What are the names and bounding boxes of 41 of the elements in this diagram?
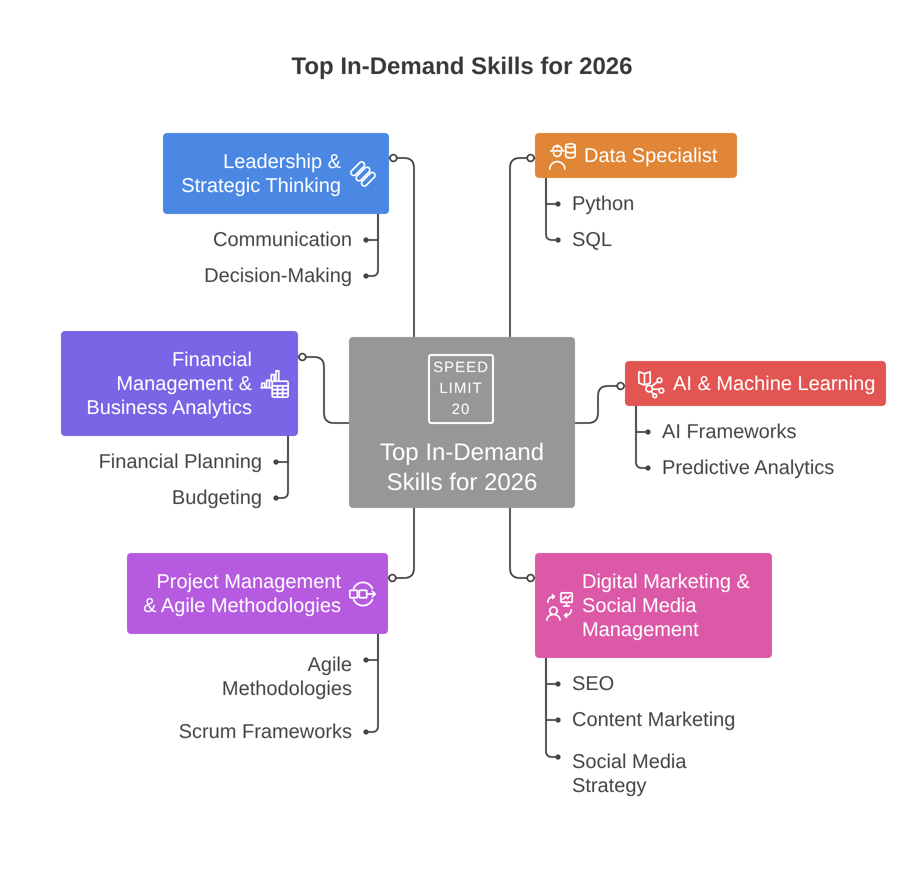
skill-label: Social Media Strategy [572,750,690,798]
connector [388,508,415,582]
speed-limit-sign: SPEED LIMIT 20 [428,354,494,424]
skill-label: Decision-Making [204,264,352,288]
skill-label: Financial Planning [98,450,262,474]
skill-label: Content Marketing [572,708,736,732]
category-box [61,331,298,436]
category-label: Leadership & Strategic Thinking [180,150,341,198]
skill-label: Scrum Frameworks [178,720,352,744]
connector [575,382,625,424]
category-label: Financial Management & Business Analytics [85,348,252,420]
skill-label: Budgeting [172,486,262,510]
category-box [535,133,737,178]
category-box [163,133,389,214]
hub-box [349,337,575,508]
skill-label: Communication [213,228,352,252]
skill-label: Predictive Analytics [662,456,834,480]
connector [509,154,535,337]
connector [298,352,349,424]
category-box [625,361,886,406]
connector [509,508,535,582]
bullet-connector [545,658,561,760]
bullet-connector [273,436,289,501]
category-box [535,553,772,658]
category-label: AI & Machine Learning [673,372,876,396]
connector [389,154,415,337]
bullet-connector [363,214,379,279]
category-label: Data Specialist [584,144,718,168]
skill-label: Agile Methodologies [222,653,352,701]
diagram-title: Top In-Demand Skills for 2026 [292,52,632,82]
bullet-connector [545,178,561,243]
category-label: Digital Marketing & Social Media Management [582,570,751,642]
category-label: Project Management & Agile Methodologies [142,570,341,618]
category-box [127,553,388,634]
skill-label: SEO [572,672,614,696]
bullet-connector [635,406,651,471]
skill-label: Python [572,192,634,216]
skill-label: SQL [572,228,612,252]
skill-label: AI Frameworks [662,420,796,444]
hub-label: Top In-Demand Skills for 2026 [378,438,546,498]
bullet-connector [363,634,379,735]
